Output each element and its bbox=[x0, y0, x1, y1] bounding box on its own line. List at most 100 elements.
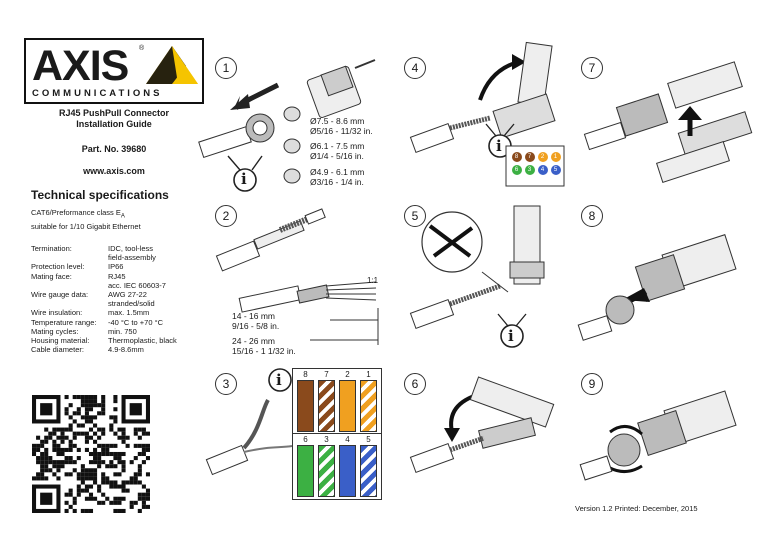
logo-subtitle: COMMUNICATIONS bbox=[32, 88, 163, 99]
step-number-9: 9 bbox=[581, 373, 603, 395]
spec-value: IDC, tool-less bbox=[108, 244, 154, 253]
step1-dim3a: Ø4.9 - 6.1 mm bbox=[310, 167, 365, 177]
wire-color-bar bbox=[318, 380, 335, 432]
wire-color-bar bbox=[339, 445, 356, 497]
step1-dim2b: Ø1/4 - 5/16 in. bbox=[310, 150, 364, 161]
step2-len1a: 14 - 16 mm bbox=[232, 311, 275, 321]
spec-key bbox=[31, 299, 108, 308]
step3-info-glyph: i bbox=[276, 371, 282, 389]
step2-len2b: 15/16 - 1 1/32 in. bbox=[232, 345, 296, 356]
wire-top-1: 7 bbox=[316, 370, 337, 432]
spec-value: field-assembly bbox=[108, 253, 156, 263]
spec-row: Cable diameter: 4.9-8.6mm bbox=[31, 345, 177, 354]
step8-illustration bbox=[577, 234, 737, 341]
step2-len1b: 9/16 - 5/8 in. bbox=[232, 320, 280, 331]
wire-color-bar bbox=[360, 380, 377, 432]
step1-dims-3: Ø4.9 - 6.1 mm Ø3/16 - 1/4 in. bbox=[310, 167, 365, 187]
step-number-1: 1 bbox=[215, 57, 237, 79]
step1-dims-2: Ø6.1 - 7.5 mm Ø1/4 - 5/16 in. bbox=[310, 141, 364, 161]
wire-bottom-3: 5 bbox=[358, 435, 379, 497]
spec-row: Housing material: Thermoplastic, black bbox=[31, 336, 177, 345]
spec-row: Mating face:RJ45 bbox=[31, 272, 177, 281]
step1-dim1a: Ø7.5 - 8.6 mm bbox=[310, 116, 365, 126]
qr-code-icon bbox=[32, 395, 150, 513]
step9-illustration bbox=[579, 390, 737, 481]
spec-key: Cable diameter: bbox=[31, 345, 84, 355]
pin-dot: 7 bbox=[524, 151, 535, 162]
pin-dot: 4 bbox=[537, 164, 548, 175]
wire-bottom-1: 3 bbox=[316, 435, 337, 497]
spec-value: stranded/solid bbox=[108, 299, 155, 309]
spec-value: acc. IEC 60603-7 bbox=[108, 280, 166, 290]
spec-row: Temperature range:-40 °C to +70 °C bbox=[31, 318, 177, 327]
specs-intro-sub: A bbox=[120, 213, 125, 220]
wire-label: 7 bbox=[324, 370, 329, 379]
wire-bottom-2: 4 bbox=[337, 435, 358, 497]
step7-illustration bbox=[583, 61, 753, 183]
wire-label: 4 bbox=[345, 435, 350, 444]
step3-illustration bbox=[205, 368, 293, 476]
step5-info-glyph: i bbox=[508, 327, 514, 345]
step2-length-1: 14 - 16 mm 9/16 - 5/8 in. bbox=[232, 311, 280, 331]
step-number-3: 3 bbox=[215, 373, 237, 395]
doc-title: RJ45 PushPull Connector Installation Gui… bbox=[24, 108, 204, 130]
wire-color-bar bbox=[360, 445, 377, 497]
step1-illustration bbox=[198, 59, 376, 192]
version-footer: Version 1.2 Printed: December, 2015 bbox=[575, 504, 698, 513]
step-number-8: 8 bbox=[581, 205, 603, 227]
wire-label: 6 bbox=[303, 435, 308, 444]
doc-title-line1: RJ45 PushPull Connector bbox=[58, 108, 170, 118]
specs-intro: CAT6/Preformance class EA suitable for 1… bbox=[31, 208, 141, 232]
wire-color-bar bbox=[297, 445, 314, 497]
step-number-4: 4 bbox=[404, 57, 426, 79]
spec-row: Wire insulation:max. 1.5mm bbox=[31, 308, 177, 317]
spec-key: Temperature range: bbox=[31, 317, 97, 327]
logo-triangle-icon bbox=[146, 46, 198, 84]
step5-illustration bbox=[409, 205, 545, 348]
spec-value: max. 1.5mm bbox=[108, 308, 150, 318]
wire-bottom-0: 6 bbox=[295, 435, 316, 497]
step2-scale: 1:1 bbox=[367, 276, 379, 285]
step1-dim3b: Ø3/16 - 1/4 in. bbox=[310, 176, 364, 187]
wire-label: 1 bbox=[366, 370, 371, 379]
pin-dot: 1 bbox=[550, 151, 561, 162]
wire-label: 2 bbox=[345, 370, 350, 379]
spec-value: 4.9-8.6mm bbox=[108, 345, 144, 355]
specs-intro-line1: CAT6/Preformance class E bbox=[31, 208, 121, 217]
wire-top-3: 1 bbox=[358, 370, 379, 432]
spec-value: Thermoplastic, black bbox=[108, 336, 177, 346]
pin-dot: 5 bbox=[550, 164, 561, 175]
spec-value: min. 750 bbox=[108, 326, 137, 336]
doc-title-line2: Installation Guide bbox=[76, 119, 152, 129]
wire-color-top: 8 7 2 1 bbox=[292, 368, 382, 435]
wire-label: 8 bbox=[303, 370, 308, 379]
spec-key: Termination: bbox=[31, 244, 72, 253]
spec-row: Mating cycles:min. 750 bbox=[31, 327, 177, 336]
step2-len2a: 24 - 26 mm bbox=[232, 336, 275, 346]
pin-dot: 3 bbox=[524, 164, 535, 175]
wire-label: 5 bbox=[366, 435, 371, 444]
spec-row: acc. IEC 60603-7 bbox=[31, 281, 177, 290]
spec-row: stranded/solid bbox=[31, 299, 177, 308]
step1-dim1b: Ø5/16 - 11/32 in. bbox=[310, 125, 373, 136]
step2-illustration bbox=[215, 208, 379, 345]
wire-color-bar bbox=[297, 380, 314, 432]
specs-intro-line2: suitable for 1/10 Gigabit Ethernet bbox=[31, 221, 141, 231]
spec-row: Protection level: IP66 bbox=[31, 262, 177, 271]
step-number-6: 6 bbox=[404, 373, 426, 395]
spec-value: RJ45 bbox=[108, 271, 126, 281]
spec-key: Wire gauge data: bbox=[31, 290, 89, 300]
step2-length-2: 24 - 26 mm 15/16 - 1 1/32 in. bbox=[232, 336, 296, 356]
pin-dot: 2 bbox=[537, 151, 548, 162]
step1-info-glyph: i bbox=[241, 170, 247, 188]
website: www.axis.com bbox=[83, 166, 145, 176]
logo-wordmark: AXIS bbox=[32, 42, 129, 90]
spec-key: Protection level: bbox=[31, 262, 85, 272]
spec-row: field-assembly bbox=[31, 253, 177, 262]
spec-value: IP66 bbox=[108, 262, 124, 272]
spec-key bbox=[31, 281, 108, 290]
wire-label: 3 bbox=[324, 435, 329, 444]
wire-color-bottom: 6 3 4 5 bbox=[292, 433, 382, 500]
spec-key: Housing material: bbox=[31, 336, 90, 346]
